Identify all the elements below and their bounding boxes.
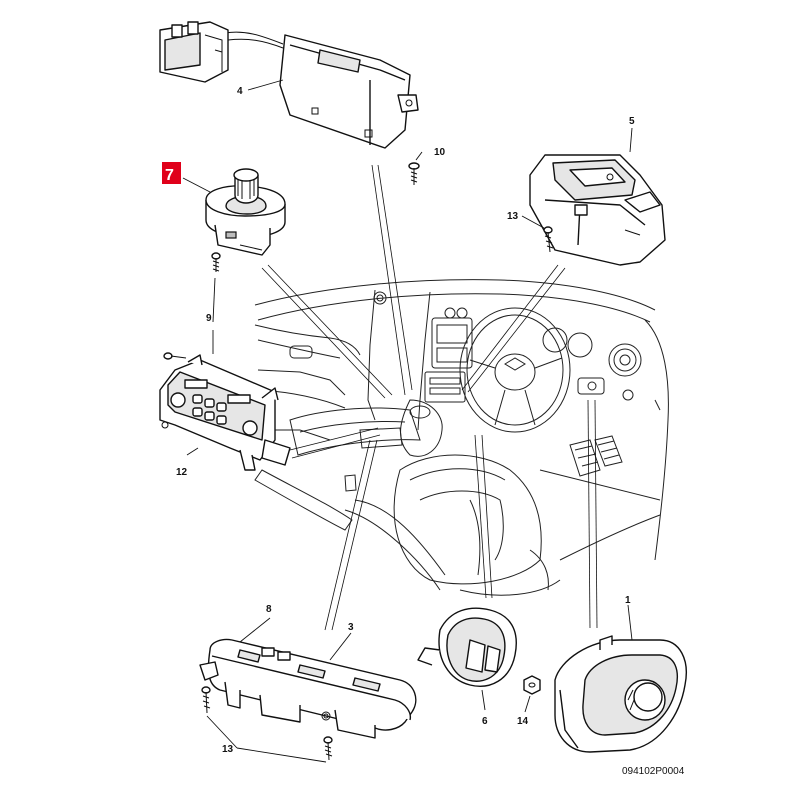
part-7-rotary-switch xyxy=(205,168,286,256)
part-9-screw xyxy=(211,252,221,272)
callout-13-upper: 13 xyxy=(507,211,519,222)
part-13-screw-upper xyxy=(543,226,554,253)
part-14-nut xyxy=(523,675,541,695)
callout-9: 9 xyxy=(206,313,212,324)
callout-7: 7 xyxy=(165,167,174,184)
reference-code: 094102P0004 xyxy=(622,766,685,777)
part-12-control-panel xyxy=(159,354,291,471)
part-9-screw-secondary xyxy=(163,352,187,360)
callout-4: 4 xyxy=(237,86,243,97)
part-8-3-console-switch-bank xyxy=(199,638,417,739)
callout-14: 14 xyxy=(517,716,529,727)
callout-1: 1 xyxy=(625,595,631,606)
part-4-control-module xyxy=(159,21,419,149)
car-interior-illustration xyxy=(254,279,669,596)
callout-6: 6 xyxy=(482,716,488,727)
callout-13-lower: 13 xyxy=(222,744,234,755)
part-13-screws-lower xyxy=(201,686,333,761)
callout-8: 8 xyxy=(266,604,272,615)
part-1-mirror-switch xyxy=(554,635,687,753)
part-5-switch-assembly xyxy=(529,154,666,266)
callout-12: 12 xyxy=(176,467,188,478)
leader-lines xyxy=(261,164,598,631)
part-10-screw xyxy=(408,162,420,185)
callout-leaders xyxy=(182,79,633,763)
callout-5: 5 xyxy=(629,116,635,127)
highlight-box xyxy=(162,162,181,184)
callout-3: 3 xyxy=(348,622,354,633)
callout-10: 10 xyxy=(434,147,446,158)
part-6-rocker-switch xyxy=(417,607,517,687)
